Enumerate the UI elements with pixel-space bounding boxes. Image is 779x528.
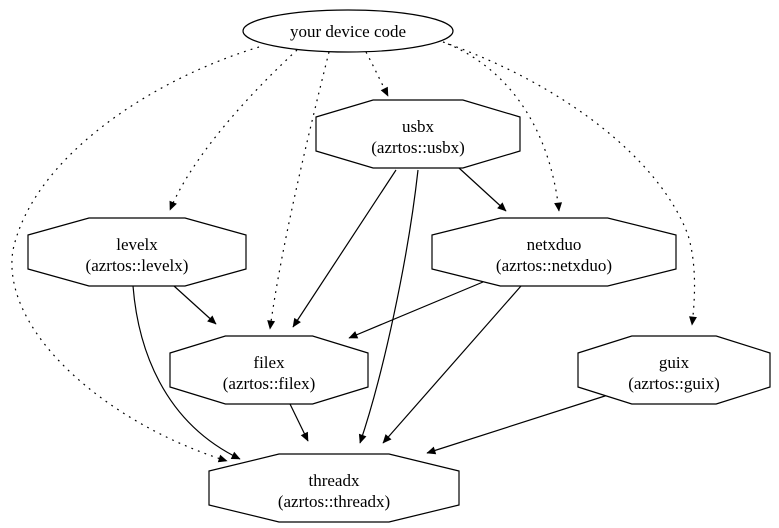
node-filex-label-line2: (azrtos::filex) (223, 374, 316, 393)
node-guix-label-line2: (azrtos::guix) (628, 374, 720, 393)
node-usbx-shape (315, 99, 521, 169)
node-netxduo: netxduo(azrtos::netxduo) (431, 217, 677, 287)
node-levelx-label-line1: levelx (116, 235, 158, 254)
edge-guix-threadx (426, 394, 609, 455)
node-usbx-label-line2: (azrtos::usbx) (371, 138, 464, 157)
node-netxduo-shape (431, 217, 677, 287)
edge-usbx-filex (292, 169, 397, 328)
node-filex-shape (169, 335, 369, 405)
node-filex: filex(azrtos::filex) (169, 335, 369, 405)
edge-netxduo-threadx (382, 285, 522, 444)
node-levelx-shape (27, 217, 247, 287)
node-threadx-label-line1: threadx (309, 471, 360, 490)
edge-levelx-threadx (132, 285, 241, 460)
edge-device-guix (442, 41, 697, 326)
node-device: your device code (242, 9, 454, 53)
node-layer: your device codeusbx(azrtos::usbx)levelx… (27, 9, 771, 523)
edge-usbx-netxduo (458, 167, 507, 212)
node-threadx-label-line2: (azrtos::threadx) (278, 492, 390, 511)
edge-device-netxduo (447, 43, 563, 212)
edge-filex-threadx (289, 403, 309, 442)
edge-device-usbx (365, 51, 389, 97)
node-levelx: levelx(azrtos::levelx) (27, 217, 247, 287)
node-netxduo-label-line2: (azrtos::netxduo) (496, 256, 612, 275)
edge-device-filex (267, 51, 330, 330)
edge-netxduo-filex (348, 281, 484, 339)
node-threadx: threadx(azrtos::threadx) (208, 453, 460, 523)
edge-layer (11, 41, 697, 463)
node-guix: guix(azrtos::guix) (577, 335, 771, 405)
node-levelx-label-line2: (azrtos::levelx) (86, 256, 189, 275)
node-guix-label-line1: guix (659, 353, 690, 372)
node-netxduo-label-line1: netxduo (527, 235, 582, 254)
node-threadx-shape (208, 453, 460, 523)
node-device-label-line1: your device code (290, 22, 406, 41)
node-filex-label-line1: filex (253, 353, 285, 372)
node-usbx: usbx(azrtos::usbx) (315, 99, 521, 169)
node-usbx-label-line1: usbx (402, 117, 435, 136)
edge-device-levelx (169, 49, 298, 211)
node-guix-shape (577, 335, 771, 405)
node-device-shape (242, 9, 454, 53)
edge-levelx-filex (173, 285, 217, 325)
edge-usbx-threadx (358, 169, 419, 444)
